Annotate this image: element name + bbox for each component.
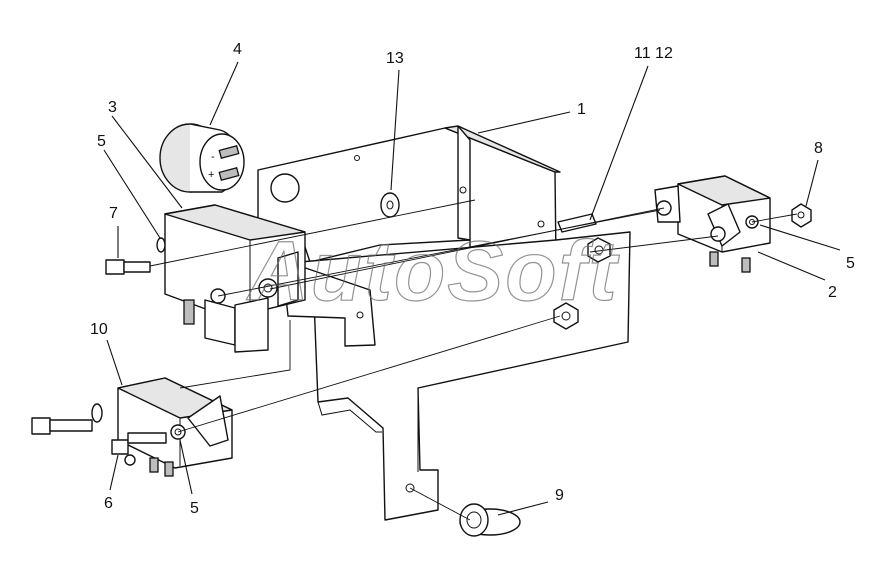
nut-part-8 bbox=[791, 203, 812, 228]
callout-1: 1 bbox=[577, 101, 586, 118]
leader-lines bbox=[103, 61, 841, 516]
callout-4: 4 bbox=[233, 41, 242, 58]
callout-13: 13 bbox=[386, 50, 404, 67]
relay-part-10 bbox=[117, 377, 233, 477]
assembly-axes bbox=[149, 199, 798, 521]
long-bolt bbox=[31, 403, 136, 466]
callout-8: 8 bbox=[814, 140, 823, 157]
washer-part-13 bbox=[380, 192, 400, 218]
callout-5-right: 5 bbox=[846, 255, 855, 272]
callout-5-bottom: 5 bbox=[190, 500, 199, 517]
socket-part-4: - + bbox=[159, 123, 245, 193]
relay-part-3 bbox=[164, 204, 306, 353]
watermark: AutoSoft bbox=[246, 224, 620, 318]
clamp-part-9 bbox=[459, 503, 521, 537]
bolt-part-6 bbox=[111, 432, 167, 455]
callout-3: 3 bbox=[108, 99, 117, 116]
callout-6: 6 bbox=[104, 495, 113, 512]
relay-part-2 bbox=[654, 175, 771, 273]
nut-part-11 bbox=[587, 237, 611, 263]
bolt-part-7 bbox=[105, 237, 166, 275]
nut-part-12 bbox=[553, 302, 579, 330]
svg-text:-: - bbox=[211, 151, 215, 163]
callout-10: 10 bbox=[90, 321, 108, 338]
svg-text:+: + bbox=[208, 169, 214, 181]
callout-5-left: 5 bbox=[97, 133, 106, 150]
callout-labels: 1 4 13 11 12 3 5 7 8 5 2 10 6 5 9 bbox=[90, 41, 855, 517]
callout-9: 9 bbox=[555, 487, 564, 504]
callout-2: 2 bbox=[828, 284, 837, 301]
callout-7: 7 bbox=[109, 205, 118, 222]
callout-11-12: 11 12 bbox=[634, 45, 673, 62]
